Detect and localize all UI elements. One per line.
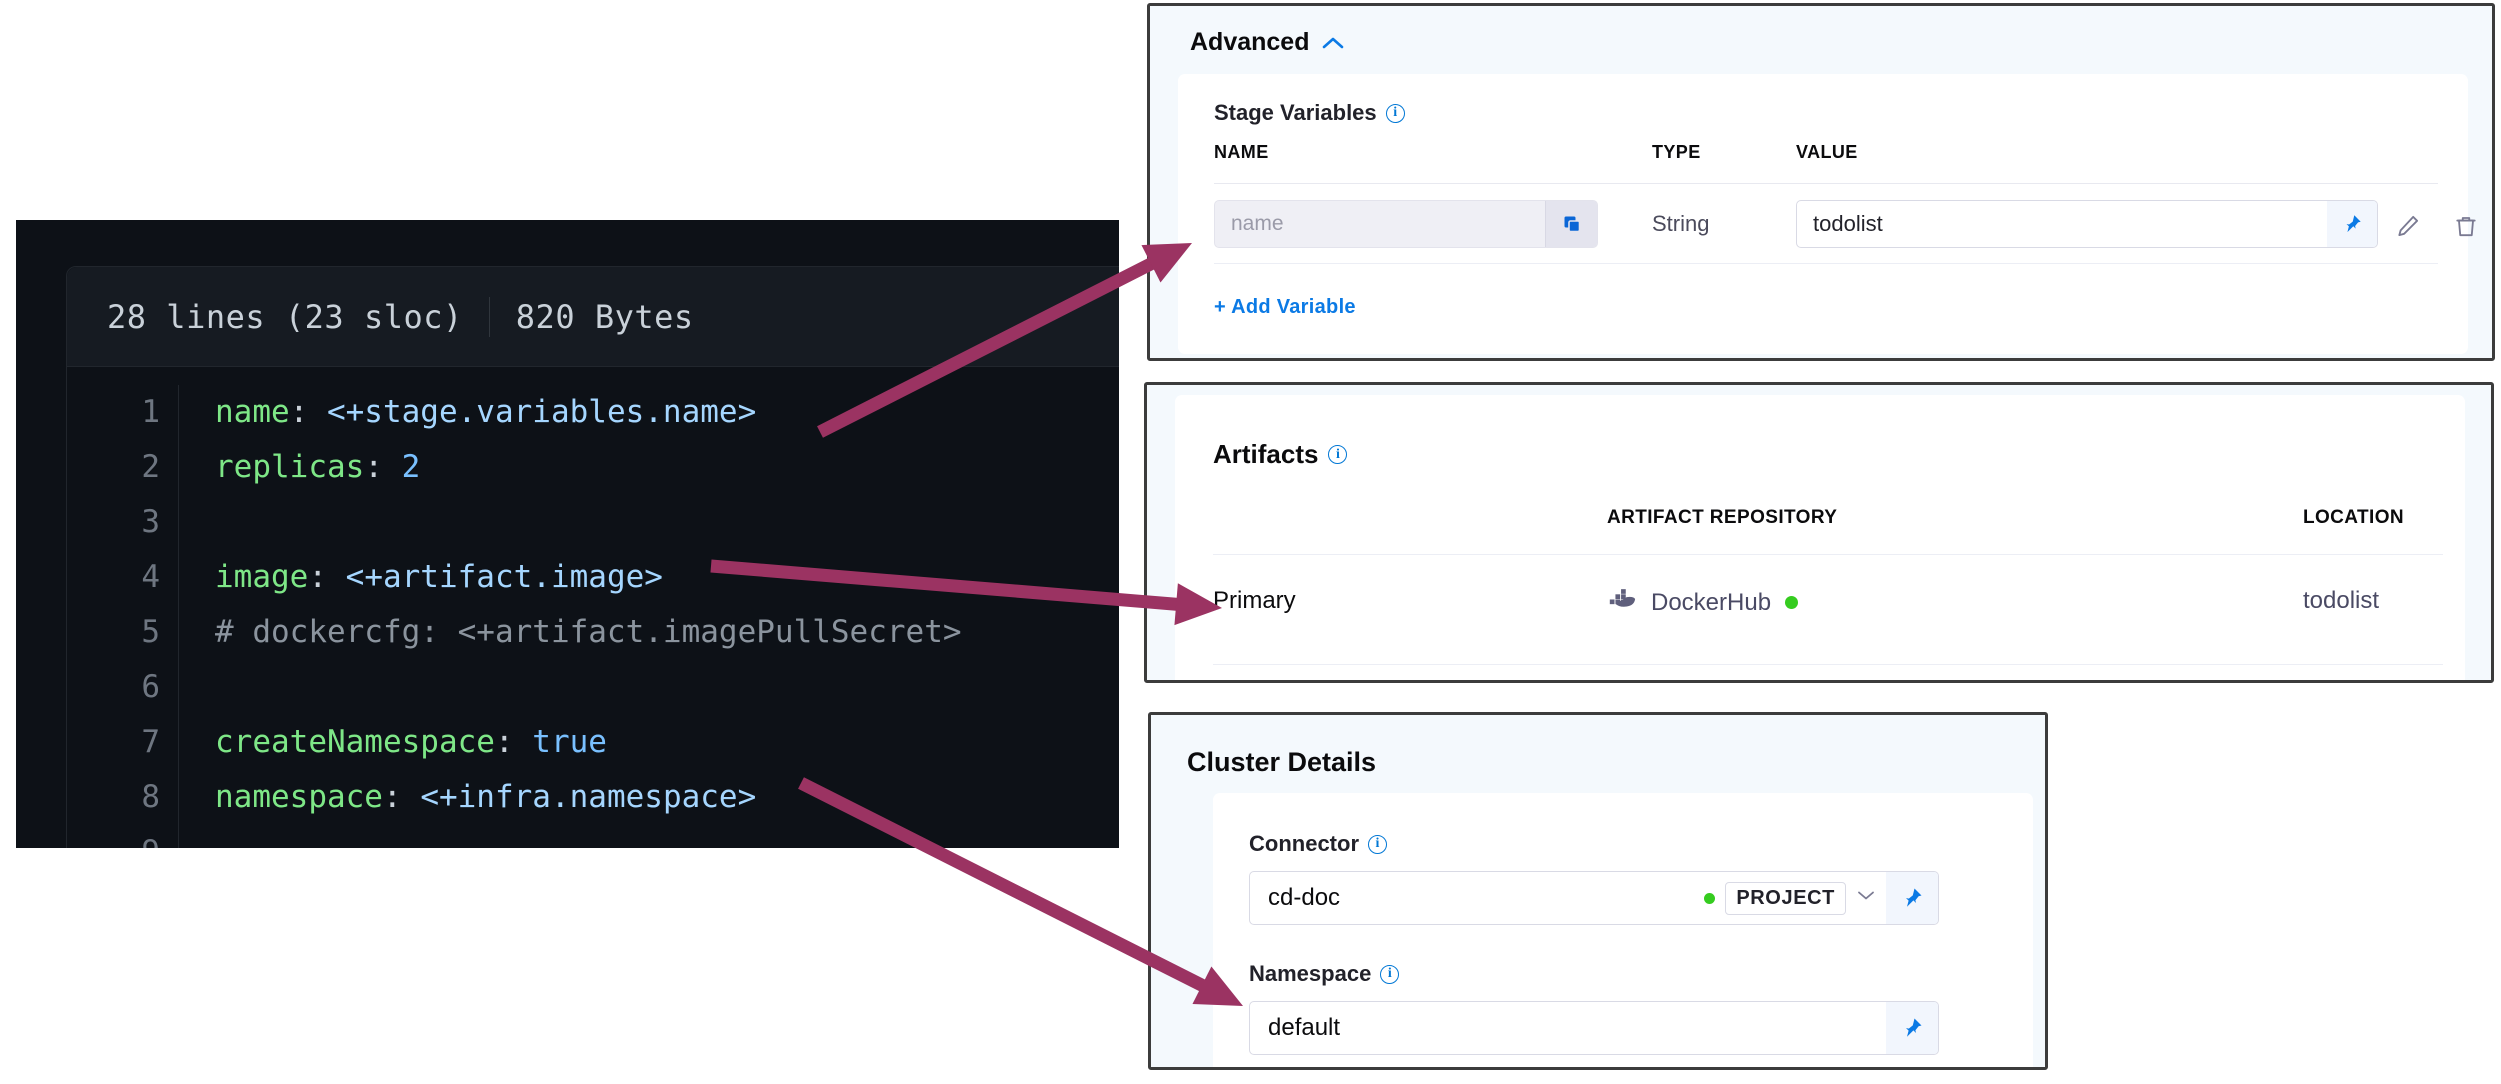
variable-value-text: todolist — [1813, 211, 1883, 236]
stage-variables-table-header: NAME TYPE VALUE — [1214, 142, 2438, 184]
variable-name-input[interactable]: name — [1214, 200, 1598, 248]
code-lines: 1 name: <+stage.variables.name> 2 replicas:… — [67, 367, 1119, 848]
line-number: 8 — [67, 770, 179, 825]
delete-icon[interactable] — [2452, 212, 2480, 240]
line-number: 6 — [67, 660, 179, 715]
line-content — [179, 825, 215, 848]
advanced-title: Advanced — [1190, 28, 1310, 56]
line-number: 4 — [67, 550, 179, 605]
info-icon[interactable]: i — [1385, 103, 1405, 123]
pin-icon[interactable] — [1886, 1002, 1938, 1054]
code-line: 2 replicas: 2 — [67, 440, 1119, 495]
pin-icon[interactable] — [1886, 872, 1938, 924]
artifact-location: todolist — [2303, 587, 2380, 614]
connector-scope-chip: PROJECT — [1725, 881, 1846, 915]
stage-variables-title-row: Stage Variables i — [1214, 100, 1405, 126]
line-number: 5 — [67, 605, 179, 660]
column-header-artifact-repository: ARTIFACT REPOSITORY — [1607, 507, 1838, 528]
artifacts-label: Artifacts — [1213, 439, 1319, 469]
artifacts-title-row: Artifacts i — [1213, 439, 1348, 470]
line-number: 2 — [67, 440, 179, 495]
namespace-input[interactable]: default — [1249, 1001, 1939, 1055]
status-dot-icon — [1704, 892, 1716, 904]
artifacts-table-header: ARTIFACT REPOSITORY LOCATION — [1213, 507, 2443, 555]
artifact-row: Primary DockerHub — [1213, 555, 2443, 665]
line-content: createNamespace: true — [215, 724, 607, 760]
info-icon[interactable]: i — [1328, 445, 1348, 464]
namespace-label-row: Namespace i — [1249, 961, 1400, 987]
variable-value-input[interactable]: todolist — [1796, 200, 2378, 248]
line-number: 7 — [67, 715, 179, 770]
line-content — [179, 495, 215, 550]
code-line: 9 — [67, 825, 1119, 848]
variable-type-cell: String — [1652, 200, 1709, 248]
artifact-repository-name: DockerHub — [1651, 588, 1772, 616]
artifacts-card: Artifacts i ARTIFACT REPOSITORY LOCATION… — [1175, 395, 2465, 680]
line-content: namespace: <+infra.namespace> — [215, 779, 757, 815]
cluster-details-panel: Cluster Details Connector i cd-doc PROJE… — [1148, 712, 2048, 1070]
code-viewer-panel: 28 lines (23 sloc) 820 Bytes 1 name: <+st… — [16, 220, 1119, 848]
code-file-card: 28 lines (23 sloc) 820 Bytes 1 name: <+st… — [66, 266, 1119, 848]
code-line: 5 # dockercfg: <+artifact.imagePullSecret… — [67, 605, 1119, 660]
line-content: name: <+stage.variables.name> — [215, 394, 757, 430]
stage-variables-card: Stage Variables i NAME TYPE VALUE name — [1178, 74, 2476, 354]
code-size-label: 820 Bytes — [515, 297, 694, 336]
namespace-label: Namespace — [1249, 961, 1372, 986]
connector-label: Connector — [1249, 831, 1359, 856]
column-header-name: NAME — [1214, 142, 1269, 162]
line-content: image: <+artifact.image> — [215, 559, 663, 595]
connector-input[interactable]: cd-doc PROJECT — [1249, 871, 1939, 925]
code-line: 7 createNamespace: true — [67, 715, 1119, 770]
code-lines-label: 28 lines (23 sloc) — [107, 297, 463, 336]
cluster-details-title: Cluster Details — [1187, 747, 1377, 777]
advanced-stage-variables-panel: Advanced Stage Variables i NAME TYPE VAL… — [1147, 3, 2495, 361]
line-number: 9 — [67, 825, 179, 848]
code-line: 3 — [67, 495, 1119, 550]
meta-divider — [488, 296, 490, 337]
cluster-details-card: Connector i cd-doc PROJECT — [1213, 793, 2033, 1067]
chevron-up-icon[interactable] — [1322, 28, 1344, 57]
line-content: # dockercfg: <+artifact.imagePullSecret> — [215, 614, 962, 650]
edit-icon[interactable] — [2394, 212, 2422, 240]
copy-icon[interactable] — [1545, 201, 1597, 247]
column-header-type: TYPE — [1652, 142, 1701, 162]
namespace-value: default — [1268, 1014, 1341, 1041]
line-number: 1 — [67, 385, 179, 440]
code-line: 8 namespace: <+infra.namespace> — [67, 770, 1119, 825]
code-line: 1 name: <+stage.variables.name> — [67, 385, 1119, 440]
stage-variables-label: Stage Variables — [1214, 100, 1377, 125]
connector-value: cd-doc — [1268, 884, 1341, 911]
docker-icon — [1607, 587, 1637, 618]
stage-variable-row: name String todolist — [1214, 186, 2476, 264]
line-number: 3 — [67, 495, 179, 550]
info-icon[interactable]: i — [1368, 834, 1387, 854]
variable-name-placeholder: name — [1231, 212, 1284, 235]
column-header-location: LOCATION — [2303, 507, 2405, 528]
code-file-meta: 28 lines (23 sloc) 820 Bytes — [67, 267, 1119, 367]
variable-type-value: String — [1652, 211, 1710, 236]
line-content: replicas: 2 — [215, 449, 421, 485]
status-dot-icon — [1785, 596, 1799, 609]
column-header-value: VALUE — [1796, 142, 1858, 162]
advanced-section-header[interactable]: Advanced — [1190, 28, 1344, 57]
line-content — [179, 660, 215, 715]
code-line: 6 — [67, 660, 1119, 715]
artifacts-panel: Artifacts i ARTIFACT REPOSITORY LOCATION… — [1144, 382, 2494, 683]
info-icon[interactable]: i — [1380, 964, 1400, 984]
chevron-down-icon[interactable] — [1856, 889, 1876, 907]
artifact-kind: Primary — [1213, 587, 1296, 614]
connector-label-row: Connector i — [1249, 831, 1387, 857]
add-variable-button[interactable]: + Add Variable — [1214, 296, 1356, 318]
artifact-repository-cell: DockerHub — [1607, 587, 1799, 618]
code-line: 4 image: <+artifact.image> — [67, 550, 1119, 605]
connector-scope-group: PROJECT — [1704, 872, 1886, 924]
pin-icon[interactable] — [2327, 201, 2377, 247]
